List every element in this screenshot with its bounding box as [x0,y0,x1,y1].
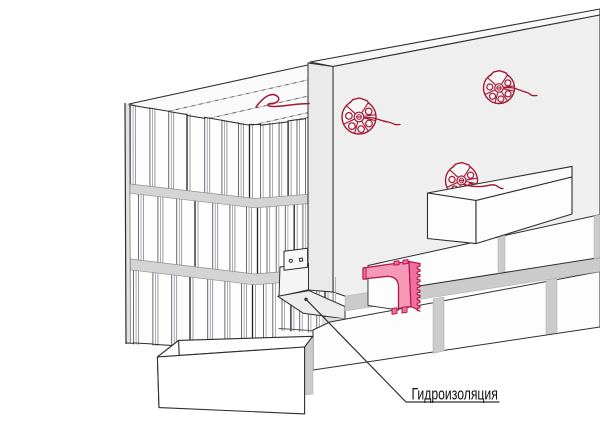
svg-text:Гидроизоляция: Гидроизоляция [412,386,498,404]
